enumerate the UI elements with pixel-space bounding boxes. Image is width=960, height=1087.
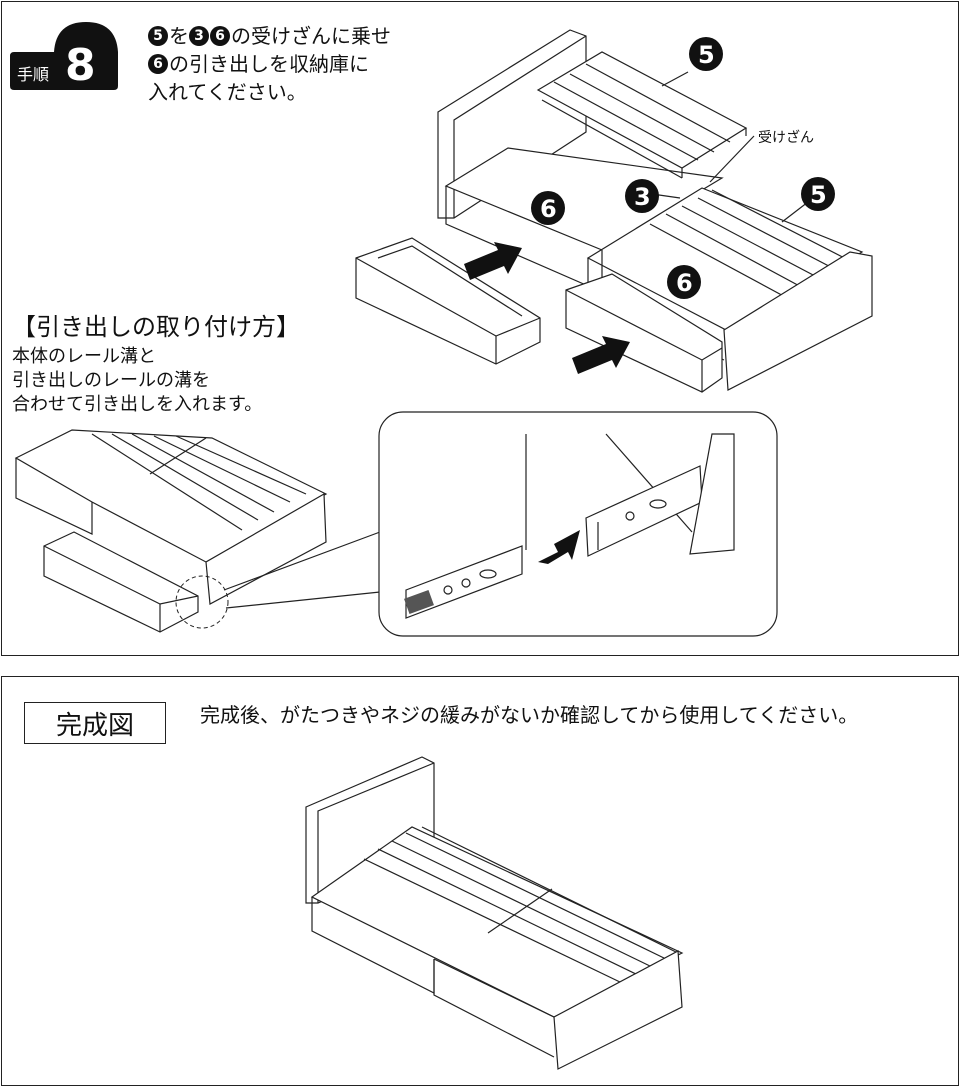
part-number-badge: 6: [210, 26, 230, 46]
drawer-detail: [43, 531, 199, 633]
callout-5-right: 5: [801, 177, 835, 211]
drawer-right: [565, 273, 723, 393]
svg-text:5: 5: [698, 41, 715, 69]
rail-insert-arrow-icon: [538, 530, 580, 564]
slat-set-top: [536, 51, 748, 179]
step-badge-number: 8: [65, 40, 96, 91]
completion-note: 完成後、がたつきやネジの緩みがないか確認してから使用してください。: [200, 703, 859, 727]
callout-6-right: 6: [667, 265, 701, 299]
frame-right-surface: [586, 187, 864, 333]
how-to-title: 【引き出しの取り付け方】: [12, 313, 300, 341]
how-to-text: 本体のレール溝と 引き出しのレールの溝を 合わせて引き出しを入れます。: [12, 345, 262, 417]
magnify-circle: [175, 575, 229, 629]
how-to-line: 本体のレール溝と: [12, 346, 156, 367]
completion-title: 完成図: [24, 702, 166, 744]
part-number-badge: 3: [189, 26, 209, 46]
svg-text:3: 3: [634, 183, 651, 211]
step-badge: 手順 8: [10, 18, 120, 91]
instruction-text: の受けざんに乗せ: [231, 24, 391, 48]
step-instructions: 5 を 3 6 の受けざんに乗せ 6 の引き出しを収納庫に 入れてください。: [148, 22, 391, 106]
callout-6-left: 6: [531, 191, 565, 225]
step-badge-label: 手順: [17, 65, 49, 84]
instruction-line-2: 6 の引き出しを収納庫に: [148, 50, 391, 78]
part-number-badge: 6: [148, 54, 168, 74]
completed-bed-illustration: [305, 756, 684, 1070]
instruction-line-3: 入れてください。: [148, 80, 307, 104]
instruction-text: を: [169, 24, 189, 48]
assembly-illustration: 5 5 6 3 6: [355, 29, 873, 393]
how-to-line: 合わせて引き出しを入れます。: [12, 394, 263, 415]
instruction-text: の引き出しを収納庫に: [169, 52, 369, 76]
completed-bed-surface: [310, 826, 684, 1018]
drawer-detail-illustration: [14, 411, 778, 637]
uke-zan-label: 受けざん: [758, 130, 814, 146]
completion-panel: 完成図 完成後、がたつきやネジの緩みがないか確認してから使用してください。: [1, 676, 959, 1086]
bed-partial-footboard: [205, 492, 327, 605]
instruction-line-1: 5 を 3 6 の受けざんに乗せ: [148, 22, 391, 50]
completed-footboard: [553, 950, 683, 1070]
rail-right: [585, 433, 735, 557]
callout-5-top: 5: [689, 37, 723, 71]
insert-arrow-right-icon: [572, 336, 630, 374]
step-badge-shape: 手順 8: [10, 22, 118, 91]
callout-3: 3: [625, 179, 659, 213]
svg-text:6: 6: [540, 195, 557, 223]
how-to-line: 引き出しのレールの溝を: [12, 370, 210, 391]
completed-slats: [363, 826, 679, 984]
insert-arrow-left-icon: [464, 242, 522, 280]
footboard: [723, 251, 873, 391]
part-number-badge: 5: [148, 26, 168, 46]
svg-text:5: 5: [810, 181, 827, 209]
step-8-panel: 手順 8 5 を 3 6 の受けざんに乗せ 6 の引き出しを収納庫に 入れてくだ…: [1, 1, 959, 656]
svg-text:6: 6: [676, 269, 693, 297]
rail-left: [404, 434, 527, 619]
frame-left-surface: [444, 147, 724, 251]
slat-set-right: [649, 189, 861, 307]
drawer-left: [355, 237, 541, 365]
